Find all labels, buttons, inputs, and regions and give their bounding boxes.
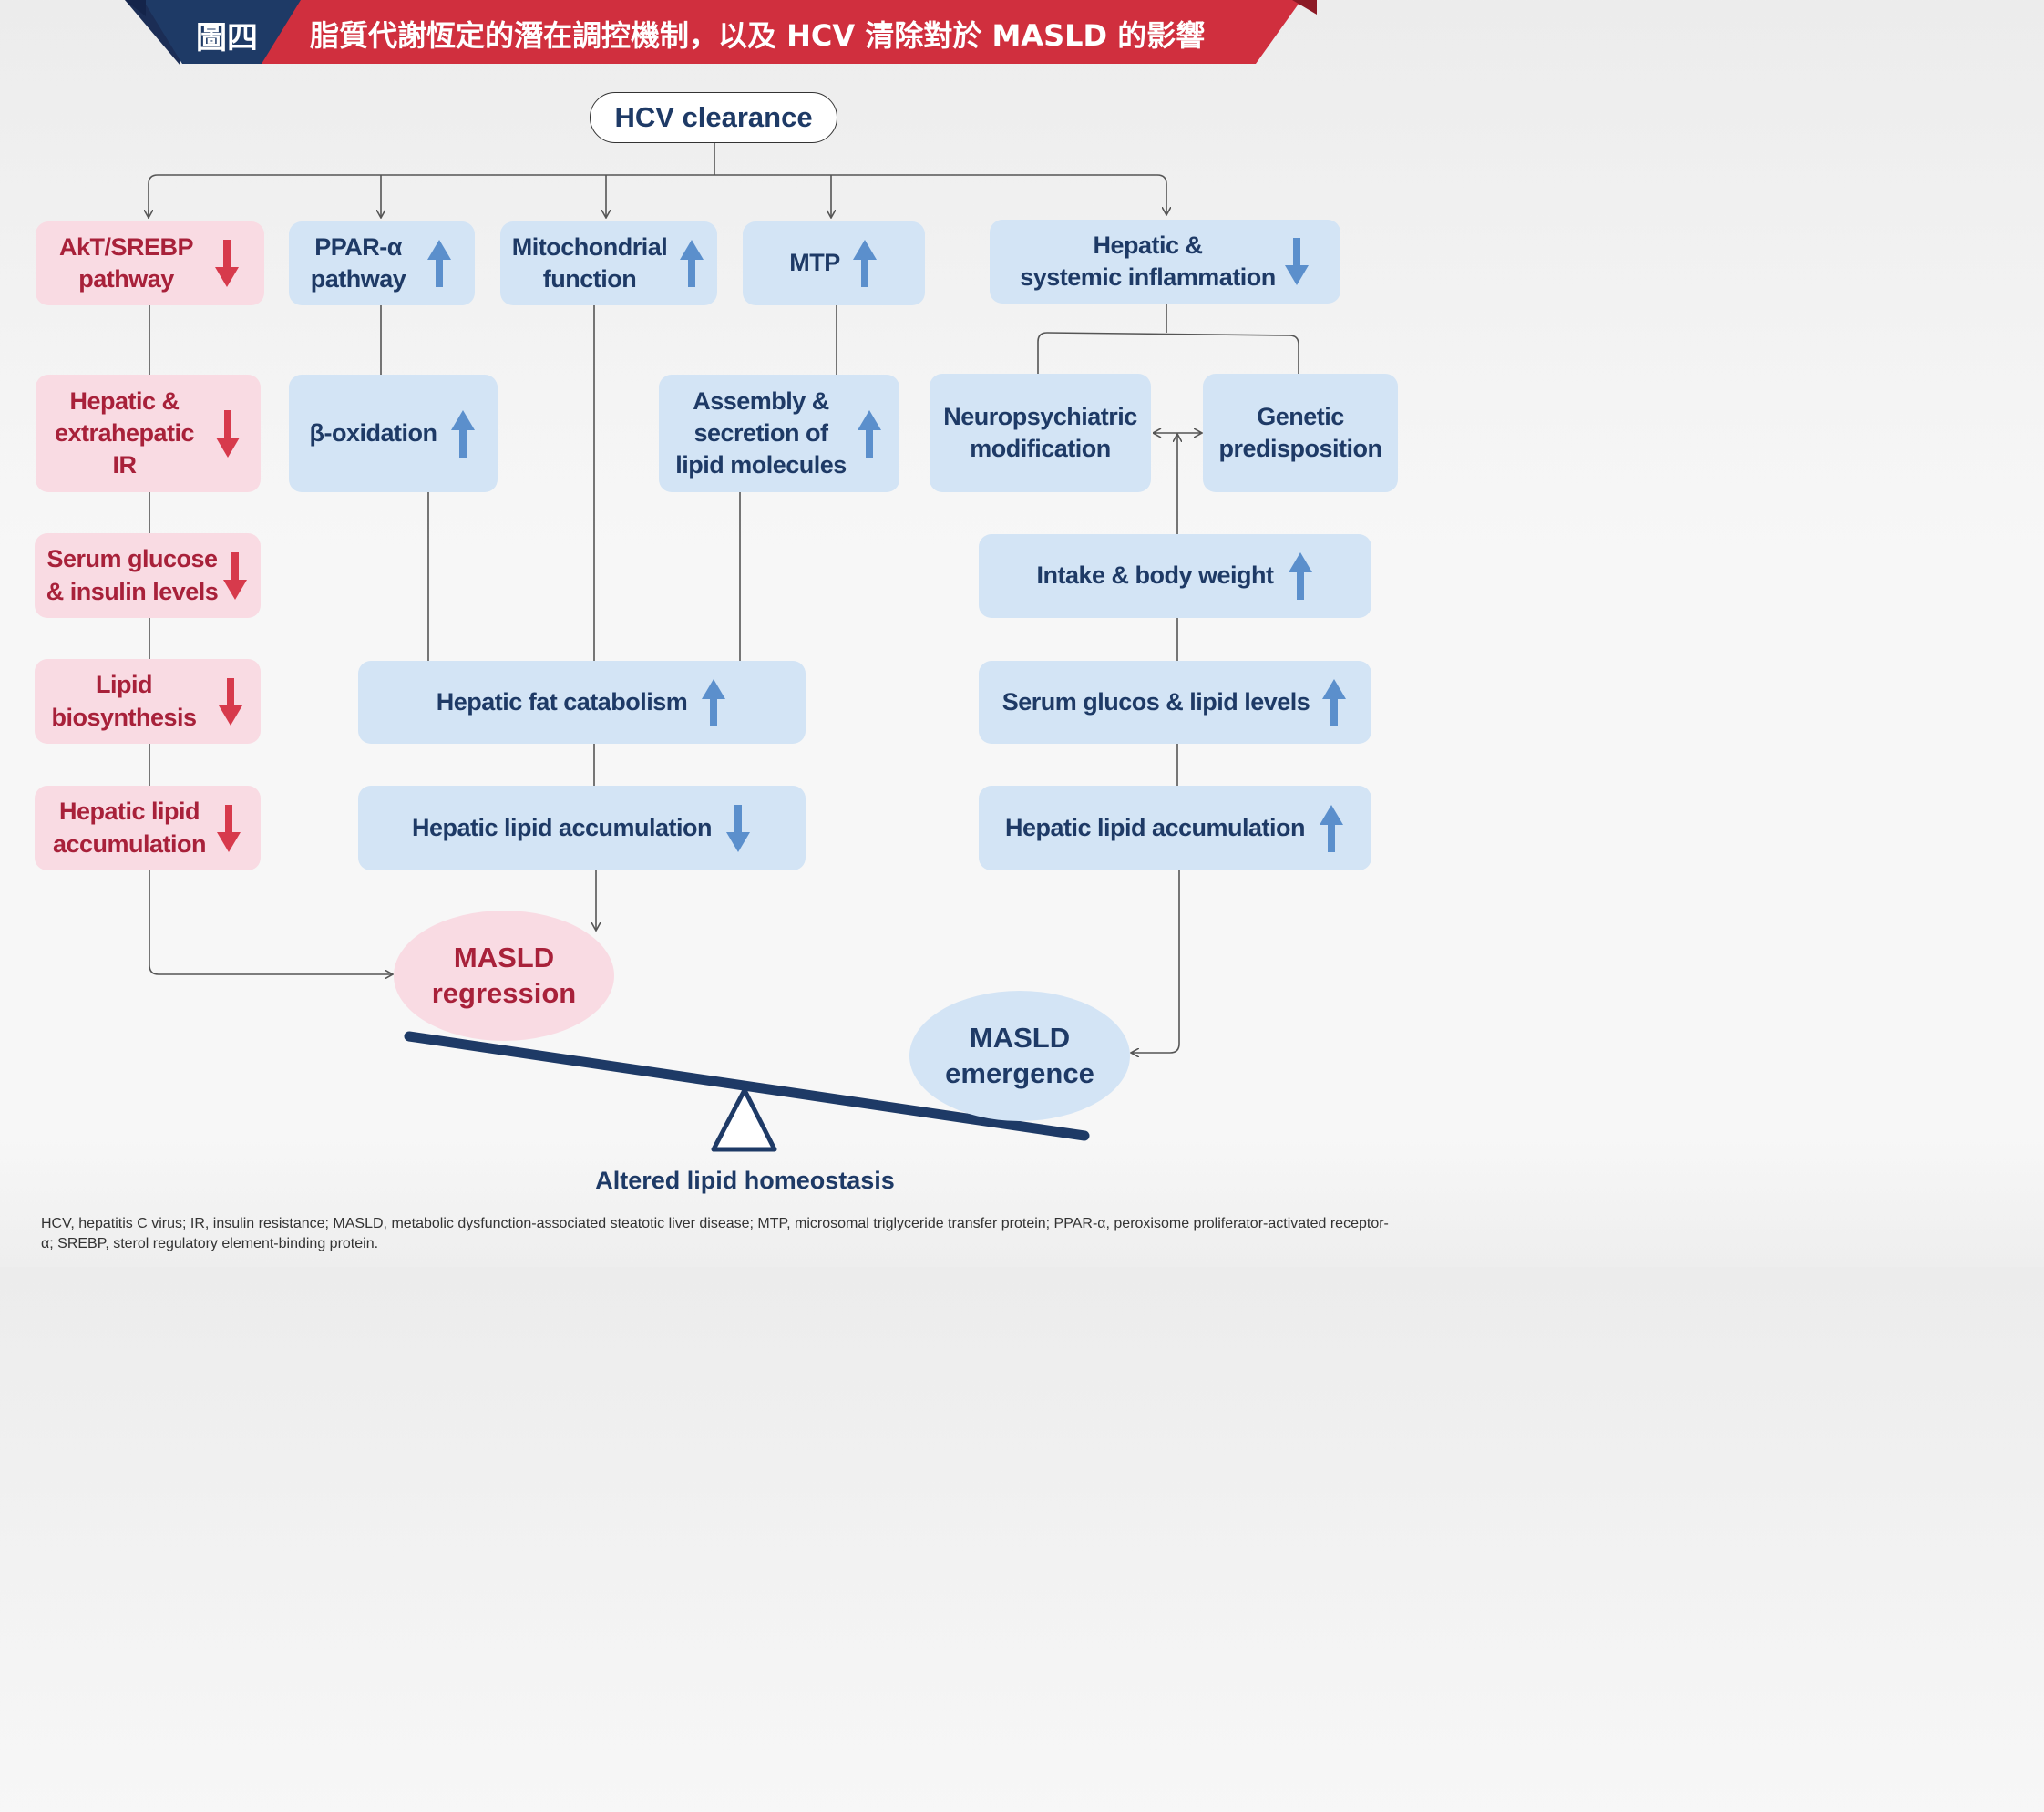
up-arrow-icon (451, 409, 476, 458)
figure-label: 圖四 (196, 20, 258, 57)
down-arrow-icon (217, 804, 241, 852)
ppar-alpha-label: PPAR-α pathway (310, 232, 406, 293)
balance-label: Altered lipid homeostasis (595, 1167, 895, 1194)
up-arrow-icon (1288, 552, 1312, 600)
down-arrow-icon (726, 804, 751, 852)
mitochondrial-node: Mitochondrial function (500, 221, 717, 305)
serum-lipid-label: Serum glucos & lipid levels (1001, 687, 1310, 716)
up-arrow-icon (857, 409, 881, 458)
intake-weight-label: Intake & body weight (1036, 561, 1274, 590)
middle-lipid-accumulation-node: Hepatic lipid accumulation (358, 786, 806, 870)
hepatic-ir-label: Hepatic & extrahepatic IR (54, 386, 195, 479)
mtp-node: MTP (743, 221, 925, 305)
down-arrow-icon (216, 409, 241, 458)
inflammation-label: Hepatic & systemic inflammation (1020, 231, 1276, 291)
left-lipid-accumulation-node: Hepatic lipid accumulation (35, 786, 261, 870)
down-arrow-icon (223, 551, 248, 600)
middle-lipid-accumulation-label: Hepatic lipid accumulation (411, 813, 713, 841)
ppar-alpha-node: PPAR-α pathway (289, 221, 475, 305)
intake-weight-node: Intake & body weight (979, 534, 1371, 618)
hcv-clearance-node: HCV clearance (590, 92, 837, 143)
hepatic-ir-node: Hepatic & extrahepatic IR (36, 375, 261, 492)
serum-glucose-label: Serum glucose & insulin levels (46, 545, 219, 605)
up-arrow-icon (1320, 804, 1344, 852)
masld-emergence-label: MASLD emergence (945, 1021, 1094, 1089)
masld-regression-label: MASLD regression (431, 941, 577, 1009)
connector-lines (0, 143, 1299, 1267)
up-arrow-icon (427, 240, 452, 287)
down-arrow-icon (218, 677, 242, 726)
neuropsychiatric-label: Neuropsychiatric modification (943, 402, 1137, 462)
serum-lipid-node: Serum glucos & lipid levels (979, 661, 1371, 744)
up-arrow-icon (1322, 678, 1347, 726)
lipid-biosynthesis-label: Lipid biosynthesis (51, 671, 197, 731)
right-lipid-accumulation-label: Hepatic lipid accumulation (1004, 813, 1306, 841)
masld-emergence-oval: MASLD emergence (909, 991, 1130, 1121)
akt-srebp-node: AkT/SREBP pathway (36, 221, 264, 305)
inflammation-node: Hepatic & systemic inflammation (990, 220, 1340, 304)
header-banner (125, 0, 1317, 66)
neuropsychiatric-node: Neuropsychiatric modification (930, 374, 1151, 492)
up-arrow-icon (852, 240, 877, 287)
figure-title: 脂質代謝恆定的潛在調控機制，以及 HCV 清除對於 MASLD 的影響 (310, 18, 1206, 53)
down-arrow-icon (215, 240, 240, 287)
beta-oxidation-node: β-oxidation (289, 375, 498, 492)
masld-regression-oval: MASLD regression (394, 911, 614, 1041)
seesaw-graphic (404, 1031, 1090, 1152)
up-arrow-icon (702, 678, 726, 726)
footnote: HCV, hepatitis C virus; IR, insulin resi… (41, 1216, 1389, 1251)
genetic-node: Genetic predisposition (1203, 374, 1398, 492)
assembly-secretion-label: Assembly & secretion of lipid molecules (675, 386, 847, 479)
lipid-biosynthesis-node: Lipid biosynthesis (35, 659, 261, 744)
down-arrow-icon (1284, 238, 1309, 285)
fat-catabolism-node: Hepatic fat catabolism (358, 661, 806, 744)
fat-catabolism-label: Hepatic fat catabolism (436, 687, 688, 716)
mtp-label: MTP (789, 249, 840, 277)
assembly-secretion-node: Assembly & secretion of lipid molecules (659, 375, 899, 492)
serum-glucose-node: Serum glucose & insulin levels (35, 533, 261, 618)
beta-oxidation-label: β-oxidation (309, 418, 437, 447)
genetic-label: Genetic predisposition (1218, 402, 1382, 462)
mitochondrial-label: Mitochondrial function (511, 232, 668, 293)
akt-srebp-label: AkT/SREBP pathway (58, 232, 194, 293)
right-lipid-accumulation-node: Hepatic lipid accumulation (979, 786, 1371, 870)
up-arrow-icon (680, 240, 704, 287)
left-lipid-accumulation-label: Hepatic lipid accumulation (52, 798, 207, 858)
